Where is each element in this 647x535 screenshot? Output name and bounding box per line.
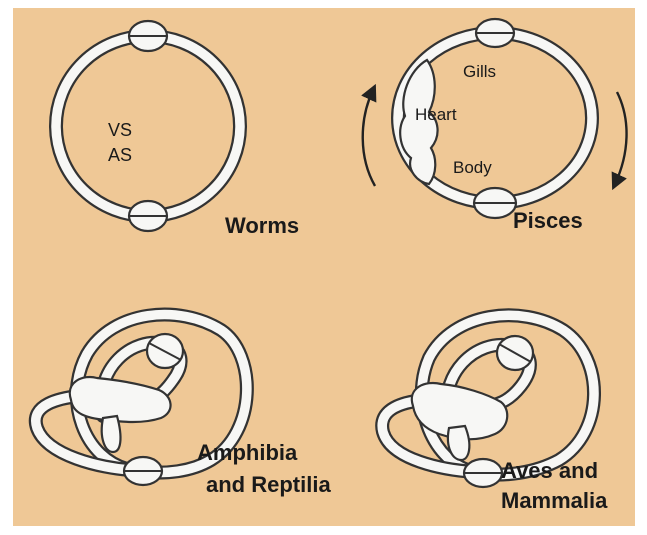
- amphibia-title-line2: and Reptilia: [206, 472, 331, 497]
- worms-vs-label: VS: [108, 120, 132, 140]
- aves-septum-trunk: [448, 426, 469, 460]
- amphibia-title-line1: Amphibia: [197, 440, 298, 465]
- aves-title-line1: Aves and: [501, 458, 598, 483]
- amphibia-top-capillary: [147, 334, 183, 368]
- circulation-diagram: VS AS Worms Gills Heart Body Pisces: [13, 8, 635, 526]
- amphibia-aortic-trunk: [102, 416, 121, 452]
- aves-bottom-capillary: [464, 459, 502, 487]
- worms-as-label: AS: [108, 145, 132, 165]
- worms-top-capillary: [129, 21, 167, 51]
- amphibia-bottom-capillary: [124, 457, 162, 485]
- pisces-top-capillary: [476, 19, 514, 47]
- worms-title: Worms: [225, 213, 299, 238]
- pisces-heart-label: Heart: [415, 105, 457, 124]
- pisces-gills-label: Gills: [463, 62, 496, 81]
- aves-top-capillary: [497, 336, 533, 370]
- aves-title-line2: Mammalia: [501, 488, 608, 513]
- pisces-bottom-capillary: [474, 188, 516, 218]
- pisces-body-label: Body: [453, 158, 492, 177]
- worms-bottom-capillary: [129, 201, 167, 231]
- pisces-title: Pisces: [513, 208, 583, 233]
